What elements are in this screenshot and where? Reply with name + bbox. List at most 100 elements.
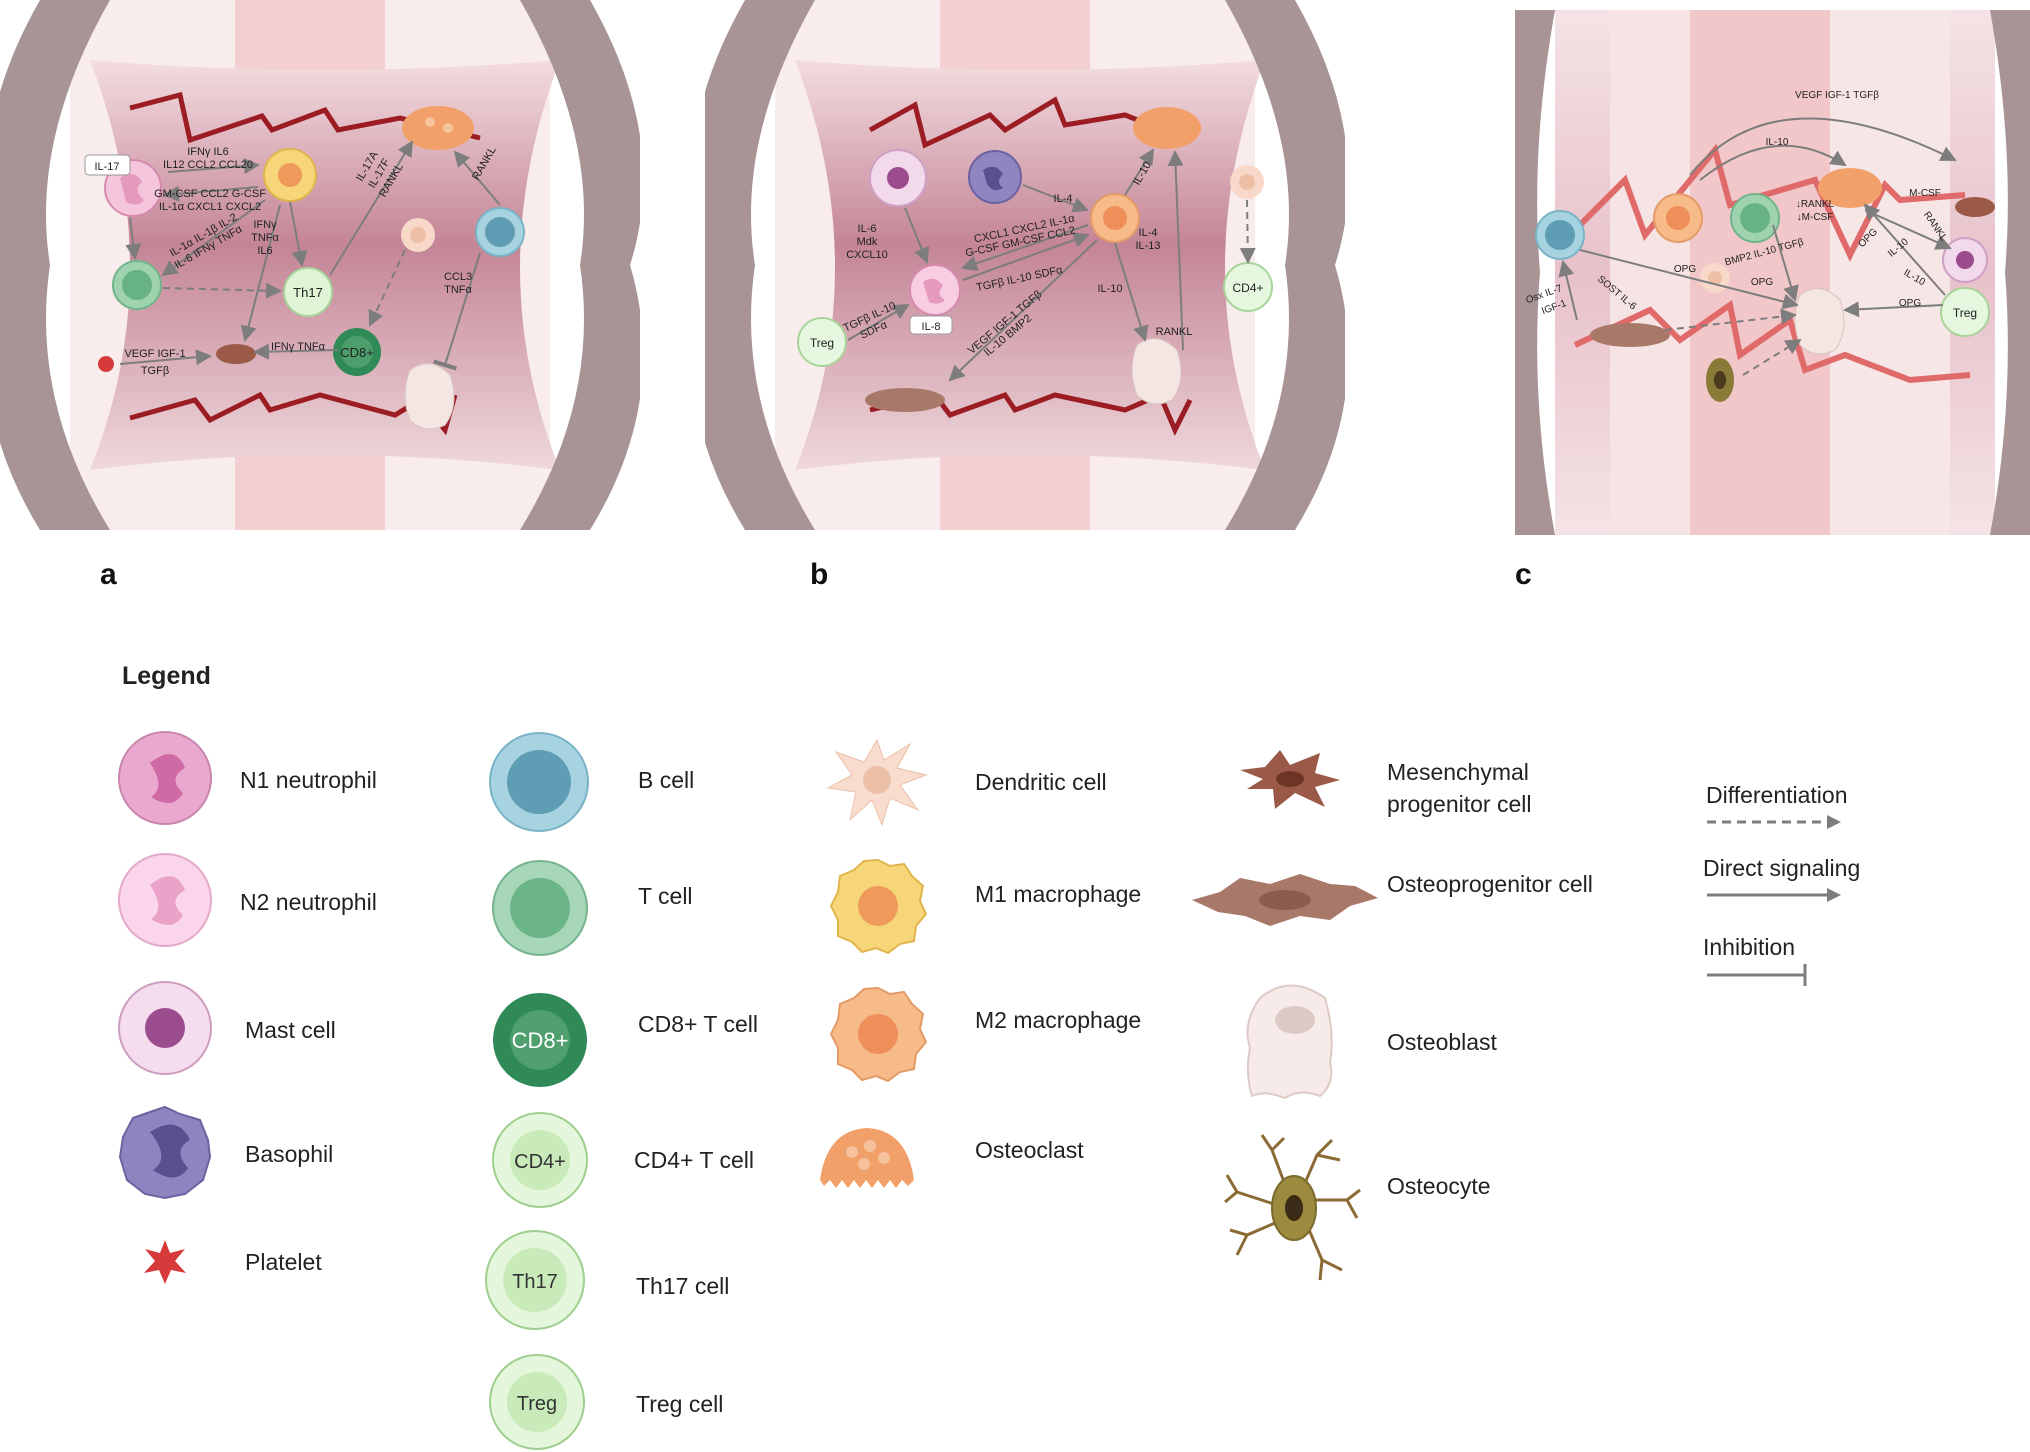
panel-b-illustration: CD4+ IL-8 Treg IL-6 Mdk CXCL10 IL-4 CXCL… <box>705 0 1345 530</box>
svg-text:IL-13: IL-13 <box>1135 240 1160 252</box>
legend-label-t-cell: T cell <box>638 883 693 909</box>
m2-macrophage-cell <box>1653 193 1703 243</box>
t-cell <box>112 260 162 310</box>
th17-cell: Th17 <box>283 267 333 317</box>
svg-text:M-CSF: M-CSF <box>1909 188 1941 199</box>
solid-arrow-icon <box>1707 888 1841 902</box>
m2-macrophage-cell <box>1090 193 1140 243</box>
osteoclast-cell <box>1133 107 1201 149</box>
il17-tag-text: IL-17 <box>94 161 119 173</box>
osteoblast-cell <box>1131 338 1182 405</box>
legend-label-th17-cell: Th17 cell <box>636 1273 730 1299</box>
panel-c: Treg VEGF IGF-1 TGFβ IL-10 M-CSF ↓RANKL … <box>1515 10 2030 535</box>
legend-label-basophil: Basophil <box>245 1141 334 1167</box>
svg-text:IL-4: IL-4 <box>1054 193 1073 205</box>
bone-wall-right <box>1990 10 2030 535</box>
dendritic-cell <box>401 218 435 252</box>
svg-text:CD4+: CD4+ <box>1232 281 1263 295</box>
svg-text:CCL3: CCL3 <box>444 271 472 283</box>
svg-text:↓RANKL: ↓RANKL <box>1796 199 1835 210</box>
cd4-t-cell: CD4+ <box>1223 262 1273 312</box>
legend-label-cd4-t-cell: CD4+ T cell <box>634 1147 754 1173</box>
th17-tag: Th17 <box>512 1271 558 1293</box>
legend-label-n1-neutrophil: N1 neutrophil <box>240 767 377 793</box>
mast-cell <box>869 149 927 207</box>
dendritic-cell-icon <box>826 738 928 827</box>
panel-a: IL-17 Th17 CD8+ IFNγ <box>0 0 640 530</box>
panel-letter-c: c <box>1515 558 1532 591</box>
legend-label-b-cell: B cell <box>638 767 695 793</box>
svg-text:OPG: OPG <box>1674 264 1696 275</box>
n2-neutrophil-icon <box>118 853 212 947</box>
svg-text:IFNγ TNFα: IFNγ TNFα <box>271 341 326 353</box>
svg-text:TNFα: TNFα <box>251 232 279 244</box>
b-cell-icon <box>489 732 589 832</box>
fracture-line-top <box>868 96 1176 149</box>
bone-wall-left <box>0 0 110 530</box>
mast-cell <box>1942 237 1988 283</box>
bone-wall-right <box>520 0 640 530</box>
legend-label-cd8-t-cell: CD8+ T cell <box>638 1011 758 1037</box>
legend-label-mesenchymal-progenitor-cell: Mesenchymal progenitor cell <box>1387 759 1532 817</box>
mesenchymal-progenitor-cell <box>216 344 256 364</box>
cd8-t-cell-icon: CD8+ <box>493 993 587 1087</box>
legend-label-differentiation: Differentiation <box>1706 782 1848 808</box>
b-cell <box>1535 210 1585 260</box>
fracture-line-top <box>129 91 481 144</box>
b-cell <box>475 207 525 257</box>
legend-label-osteoclast: Osteoclast <box>975 1137 1084 1163</box>
osteocyte-icon <box>1224 1134 1361 1281</box>
legend-label-treg-cell: Treg cell <box>636 1391 724 1417</box>
svg-text:Mdk: Mdk <box>857 236 878 248</box>
m1-macrophage-icon <box>829 858 928 955</box>
legend-label-osteocyte: Osteocyte <box>1387 1173 1491 1199</box>
treg-tag: Treg <box>517 1393 557 1415</box>
platelet-cell <box>98 356 114 372</box>
m2-macrophage-icon <box>829 986 928 1083</box>
svg-text:Treg: Treg <box>810 336 834 350</box>
inhibition-arrow-icon <box>1707 964 1807 986</box>
legend-label-inhibition: Inhibition <box>1703 934 1796 960</box>
il8-tag-text: IL-8 <box>922 321 941 333</box>
panel-letter-b: b <box>810 558 829 591</box>
svg-text:IL-4: IL-4 <box>1139 227 1158 239</box>
osteoprogenitor-cell <box>865 388 945 412</box>
treg-cell: Treg <box>1940 287 1990 337</box>
svg-text:IFNγ IL6: IFNγ IL6 <box>187 146 229 158</box>
svg-text:↓M-CSF: ↓M-CSF <box>1797 212 1834 223</box>
svg-text:TNFα: TNFα <box>444 284 472 296</box>
panel-c-illustration: Treg VEGF IGF-1 TGFβ IL-10 M-CSF ↓RANKL … <box>1515 10 2030 535</box>
svg-text:IL-10: IL-10 <box>1766 137 1789 148</box>
n2-neutrophil-cell <box>909 264 961 316</box>
svg-text:TGFβ: TGFβ <box>141 365 169 377</box>
osteoblast-cell <box>1794 288 1845 355</box>
il17-tag <box>84 154 131 176</box>
bone-wall-right <box>1225 0 1345 530</box>
svg-text:VEGF IGF-1: VEGF IGF-1 <box>124 348 185 360</box>
svg-text:IL-6: IL-6 <box>858 223 877 235</box>
osteocyte-cell <box>1706 358 1734 402</box>
legend-label-n2-neutrophil: N2 neutrophil <box>240 889 377 915</box>
svg-text:IFNγ: IFNγ <box>253 219 277 231</box>
legend-label-m2-macrophage: M2 macrophage <box>975 1007 1142 1033</box>
legend-label-dendritic-cell: Dendritic cell <box>975 769 1107 795</box>
panel-b: CD4+ IL-8 Treg IL-6 Mdk CXCL10 IL-4 CXCL… <box>705 0 1345 530</box>
t-cell <box>1730 193 1780 243</box>
svg-text:GM-CSF CCL2 G-CSF: GM-CSF CCL2 G-CSF <box>154 188 266 200</box>
mesenchymal-progenitor-cell <box>1955 197 1995 217</box>
svg-text:VEGF IGF-1 TGFβ: VEGF IGF-1 TGFβ <box>1795 90 1879 101</box>
cd4-t-cell-icon: CD4+ <box>492 1112 588 1208</box>
legend-label-mast-cell: Mast cell <box>245 1017 336 1043</box>
svg-text:IL12 CCL2 CCL20: IL12 CCL2 CCL20 <box>163 159 253 171</box>
bone-wall-left <box>1515 10 1555 535</box>
svg-text:IL-1α CXCL1 CXCL2: IL-1α CXCL1 CXCL2 <box>159 201 261 213</box>
svg-text:CD8+: CD8+ <box>340 345 374 360</box>
t-cell-icon <box>492 860 588 956</box>
legend-title: Legend <box>122 662 211 690</box>
dashed-arrow-icon <box>1707 815 1841 829</box>
m1-macrophage-cell <box>263 148 317 202</box>
th17-cell-icon: Th17 <box>485 1230 585 1330</box>
legend-label-osteoblast: Osteoblast <box>1387 1029 1497 1055</box>
svg-text:RANKL: RANKL <box>1156 326 1193 338</box>
basophil-cell <box>968 150 1022 204</box>
